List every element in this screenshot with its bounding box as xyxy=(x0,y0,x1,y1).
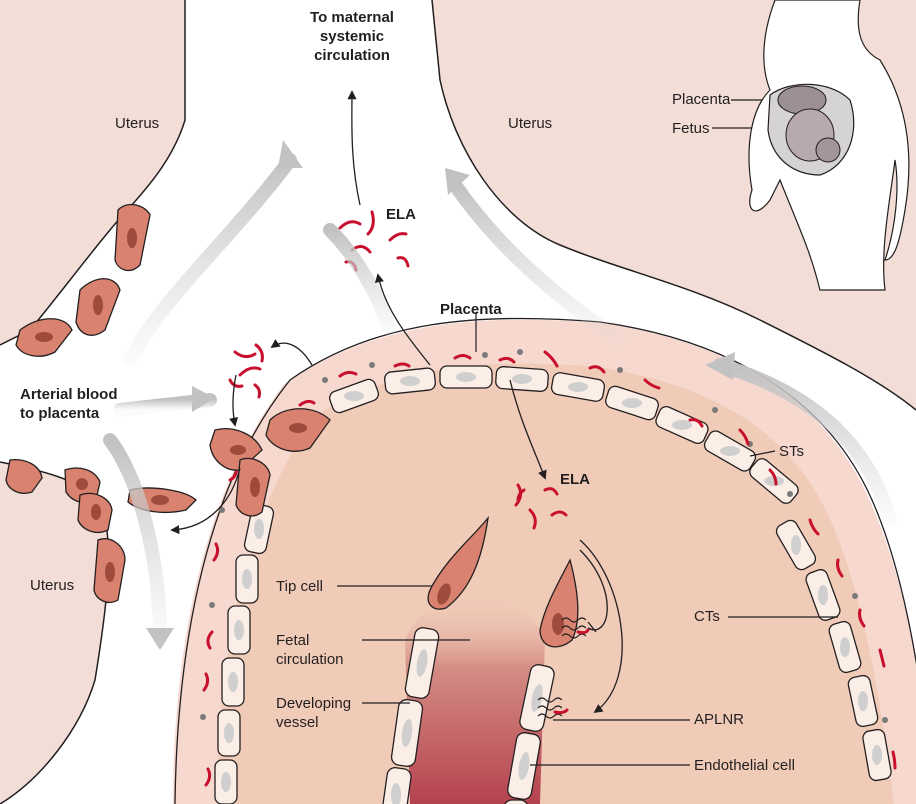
arterial-blood-label: Arterial blood to placenta xyxy=(20,385,118,423)
ela-label-inner: ELA xyxy=(560,470,590,489)
tip-cell-label: Tip cell xyxy=(276,577,323,596)
cts-label: CTs xyxy=(694,607,720,626)
fetal-circulation-label: Fetal circulation xyxy=(276,631,344,669)
uterus-label-top-left: Uterus xyxy=(115,114,159,133)
to-maternal-label: To maternal systemic circulation xyxy=(292,8,412,65)
endothelial-cell-label: Endothelial cell xyxy=(694,756,795,775)
ela-cluster-junction xyxy=(230,345,262,397)
sts-label: STs xyxy=(779,442,804,461)
ela-label-top: ELA xyxy=(386,205,416,224)
fetus-inset-label: Fetus xyxy=(672,119,710,138)
aplnr-label: APLNR xyxy=(694,710,744,729)
uterus-label-bottom-left: Uterus xyxy=(30,576,74,595)
placenta-inset-label: Placenta xyxy=(672,90,730,109)
placenta-main-label: Placenta xyxy=(440,300,502,319)
uterus-label-top-right: Uterus xyxy=(508,114,552,133)
developing-vessel-label: Developing vessel xyxy=(276,694,351,732)
